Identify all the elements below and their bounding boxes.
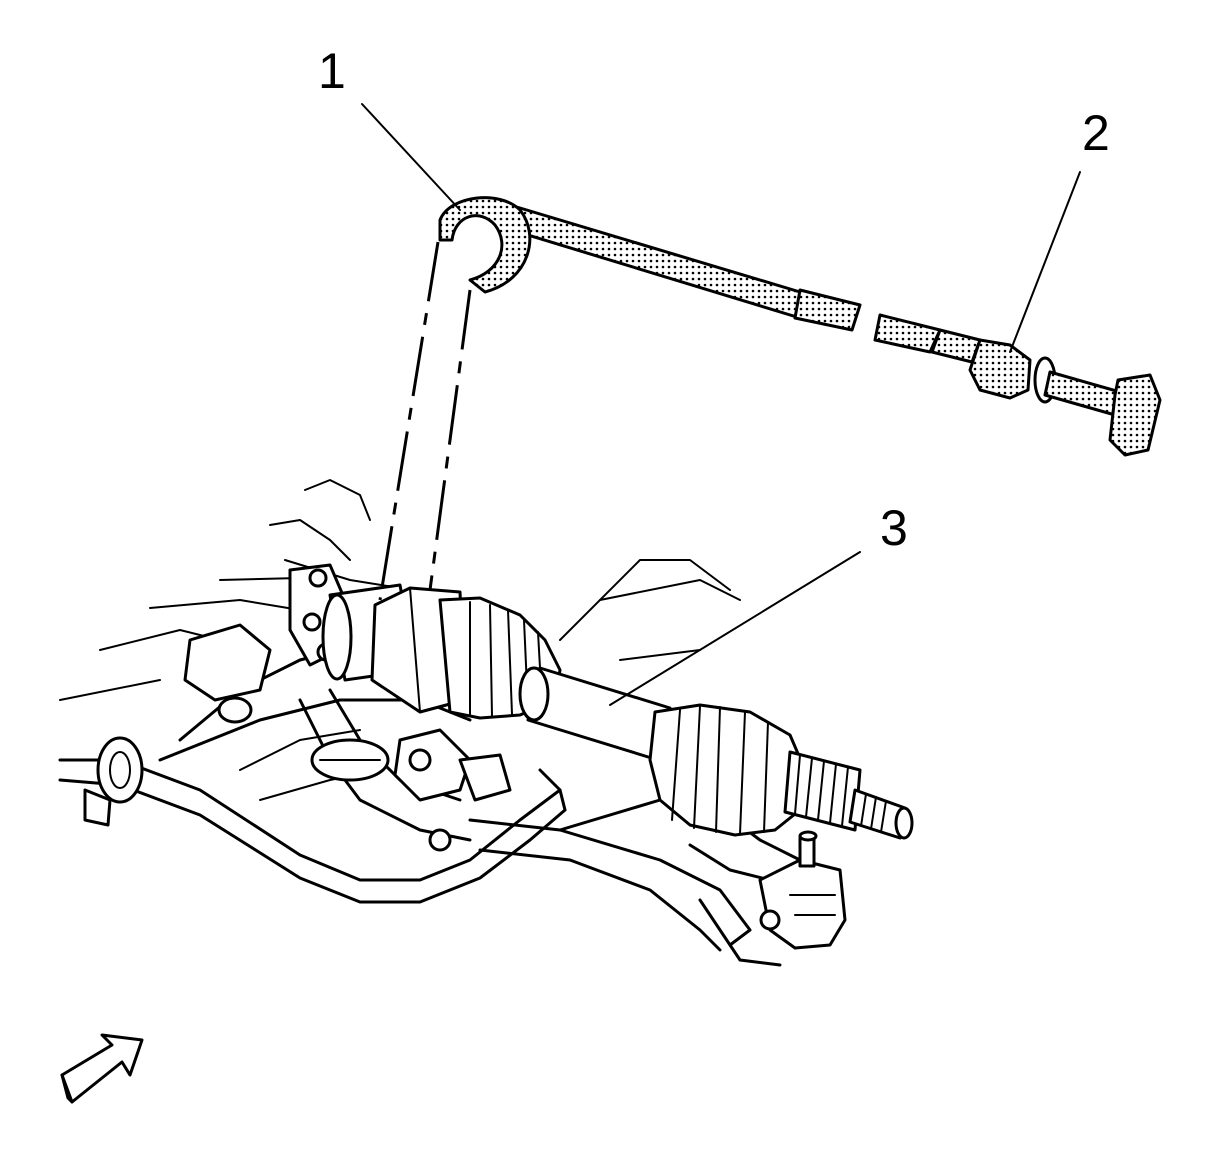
callout-1: 1: [318, 43, 346, 99]
subframe-assembly: [58, 479, 847, 967]
callout-3: 3: [880, 500, 908, 556]
direction-arrow-icon: [60, 1033, 144, 1104]
alignment-lines: [378, 241, 472, 601]
leader-lines: [361, 103, 1081, 706]
removal-tool: [438, 196, 1162, 457]
callout-2: 2: [1082, 105, 1110, 161]
drive-axle-shaft: [321, 583, 914, 840]
